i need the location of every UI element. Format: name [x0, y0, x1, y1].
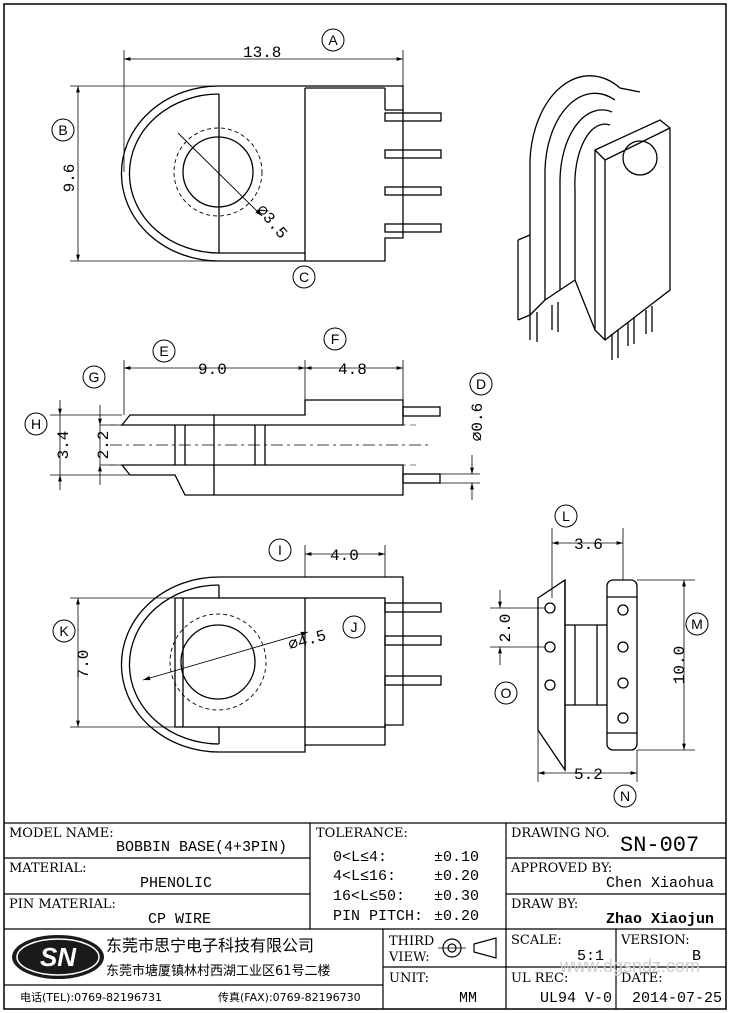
tol-range-2: 4<L≤16:	[333, 868, 396, 885]
company-address: 东莞市塘厦镇林村西湖工业区61号二楼	[106, 963, 331, 979]
dim-pin-dia: ⌀0.6	[469, 403, 487, 441]
tol-range-3: 16<L≤50:	[333, 888, 405, 905]
ul-rec-label: UL REC:	[511, 971, 568, 986]
pin-material-label: PIN MATERIAL:	[9, 897, 116, 912]
callout-o: O	[501, 685, 512, 701]
callout-e: E	[159, 343, 168, 359]
unit: MM	[459, 990, 477, 1007]
side-view	[50, 360, 480, 500]
dim-top-height: 9.6	[61, 164, 79, 193]
watermark: www.dgsndz.com	[559, 956, 700, 976]
dim-side-f: 4.8	[338, 361, 367, 379]
drawing-no-label: DRAWING NO.	[511, 826, 610, 841]
title-block	[4, 822, 726, 1009]
logo-text: SN	[40, 942, 77, 972]
tol-range-4: PIN PITCH:	[333, 908, 423, 925]
tol-value-3: ±0.30	[434, 888, 479, 905]
callout-g: G	[89, 369, 100, 385]
dim-end-height: 10.0	[671, 646, 689, 684]
callout-a: A	[328, 32, 338, 48]
dim-side-outer: 3.4	[55, 431, 73, 460]
dim-side-e: 9.0	[198, 361, 227, 379]
draw-by: Zhao Xiaojun	[606, 911, 714, 928]
tol-value-1: ±0.10	[434, 849, 479, 866]
dim-side-inner: 2.2	[95, 431, 113, 460]
callout-c: C	[299, 269, 309, 285]
dim-bottom-i: 4.0	[330, 547, 359, 565]
callout-m: M	[691, 616, 703, 632]
bottom-hole	[180, 624, 256, 700]
dim-top-width: 13.8	[243, 44, 281, 62]
callout-n: N	[620, 788, 630, 804]
tolerance-label: TOLERANCE:	[316, 826, 408, 841]
approved-by-label: APPROVED BY:	[510, 861, 612, 876]
bottom-view	[70, 545, 442, 753]
model-name-label: MODEL NAME:	[9, 826, 114, 841]
company-name: 东莞市思宁电子科技有限公司	[106, 936, 314, 955]
scale-label: SCALE:	[511, 933, 562, 948]
callout-d: D	[476, 376, 486, 392]
version: B	[692, 948, 701, 965]
callout-b: B	[58, 122, 67, 138]
callout-j: J	[351, 619, 358, 635]
tol-range-1: 0<L≤4:	[333, 849, 387, 866]
callout-i: I	[278, 542, 282, 558]
isometric-view	[517, 75, 671, 360]
date-label: DATE:	[621, 971, 663, 986]
approved-by: Chen Xiaohua	[606, 875, 714, 892]
dim-bottom-h: 7.0	[75, 650, 93, 679]
model-name: BOBBIN BASE(4+3PIN)	[116, 839, 287, 856]
ul-rec: UL94 V-0	[540, 990, 612, 1007]
end-view	[490, 528, 695, 782]
pin-material: CP WIRE	[148, 911, 211, 928]
material-label: MATERIAL:	[9, 861, 86, 876]
material: PHENOLIC	[140, 875, 212, 892]
dim-top-hole: ⌀3.5	[252, 202, 290, 243]
date: 2014-07-25	[632, 990, 722, 1007]
drawing-frame	[3, 3, 727, 1010]
dim-end-base: 5.2	[574, 766, 603, 784]
company-fax: 传真(FAX):0769-82196730	[218, 990, 361, 1004]
company-logo: SN	[12, 935, 104, 979]
dim-end-width: 3.6	[574, 536, 603, 554]
callout-k: K	[59, 623, 69, 639]
tol-value-2: ±0.20	[434, 868, 479, 885]
drawing-no: SN-007	[620, 833, 699, 858]
tol-value-4: ±0.20	[434, 908, 479, 925]
top-hole	[182, 136, 254, 208]
dim-end-pitch: 2.0	[497, 614, 515, 643]
top-view	[70, 50, 442, 262]
callout-f: F	[331, 331, 340, 347]
company-tel: 电话(TEL):0769-82196731	[20, 991, 162, 1004]
unit-label: UNIT:	[389, 971, 429, 986]
scale: 5:1	[577, 948, 604, 965]
draw-by-label: DRAW BY:	[511, 897, 578, 912]
dim-bottom-hole: ⌀4.5	[286, 627, 328, 655]
callout-h: H	[31, 416, 41, 432]
callout-l: L	[562, 508, 570, 524]
third-view-label-1: THIRD	[389, 934, 434, 949]
version-label: VERSION:	[620, 933, 690, 948]
third-view-label-2: VIEW:	[388, 950, 430, 965]
